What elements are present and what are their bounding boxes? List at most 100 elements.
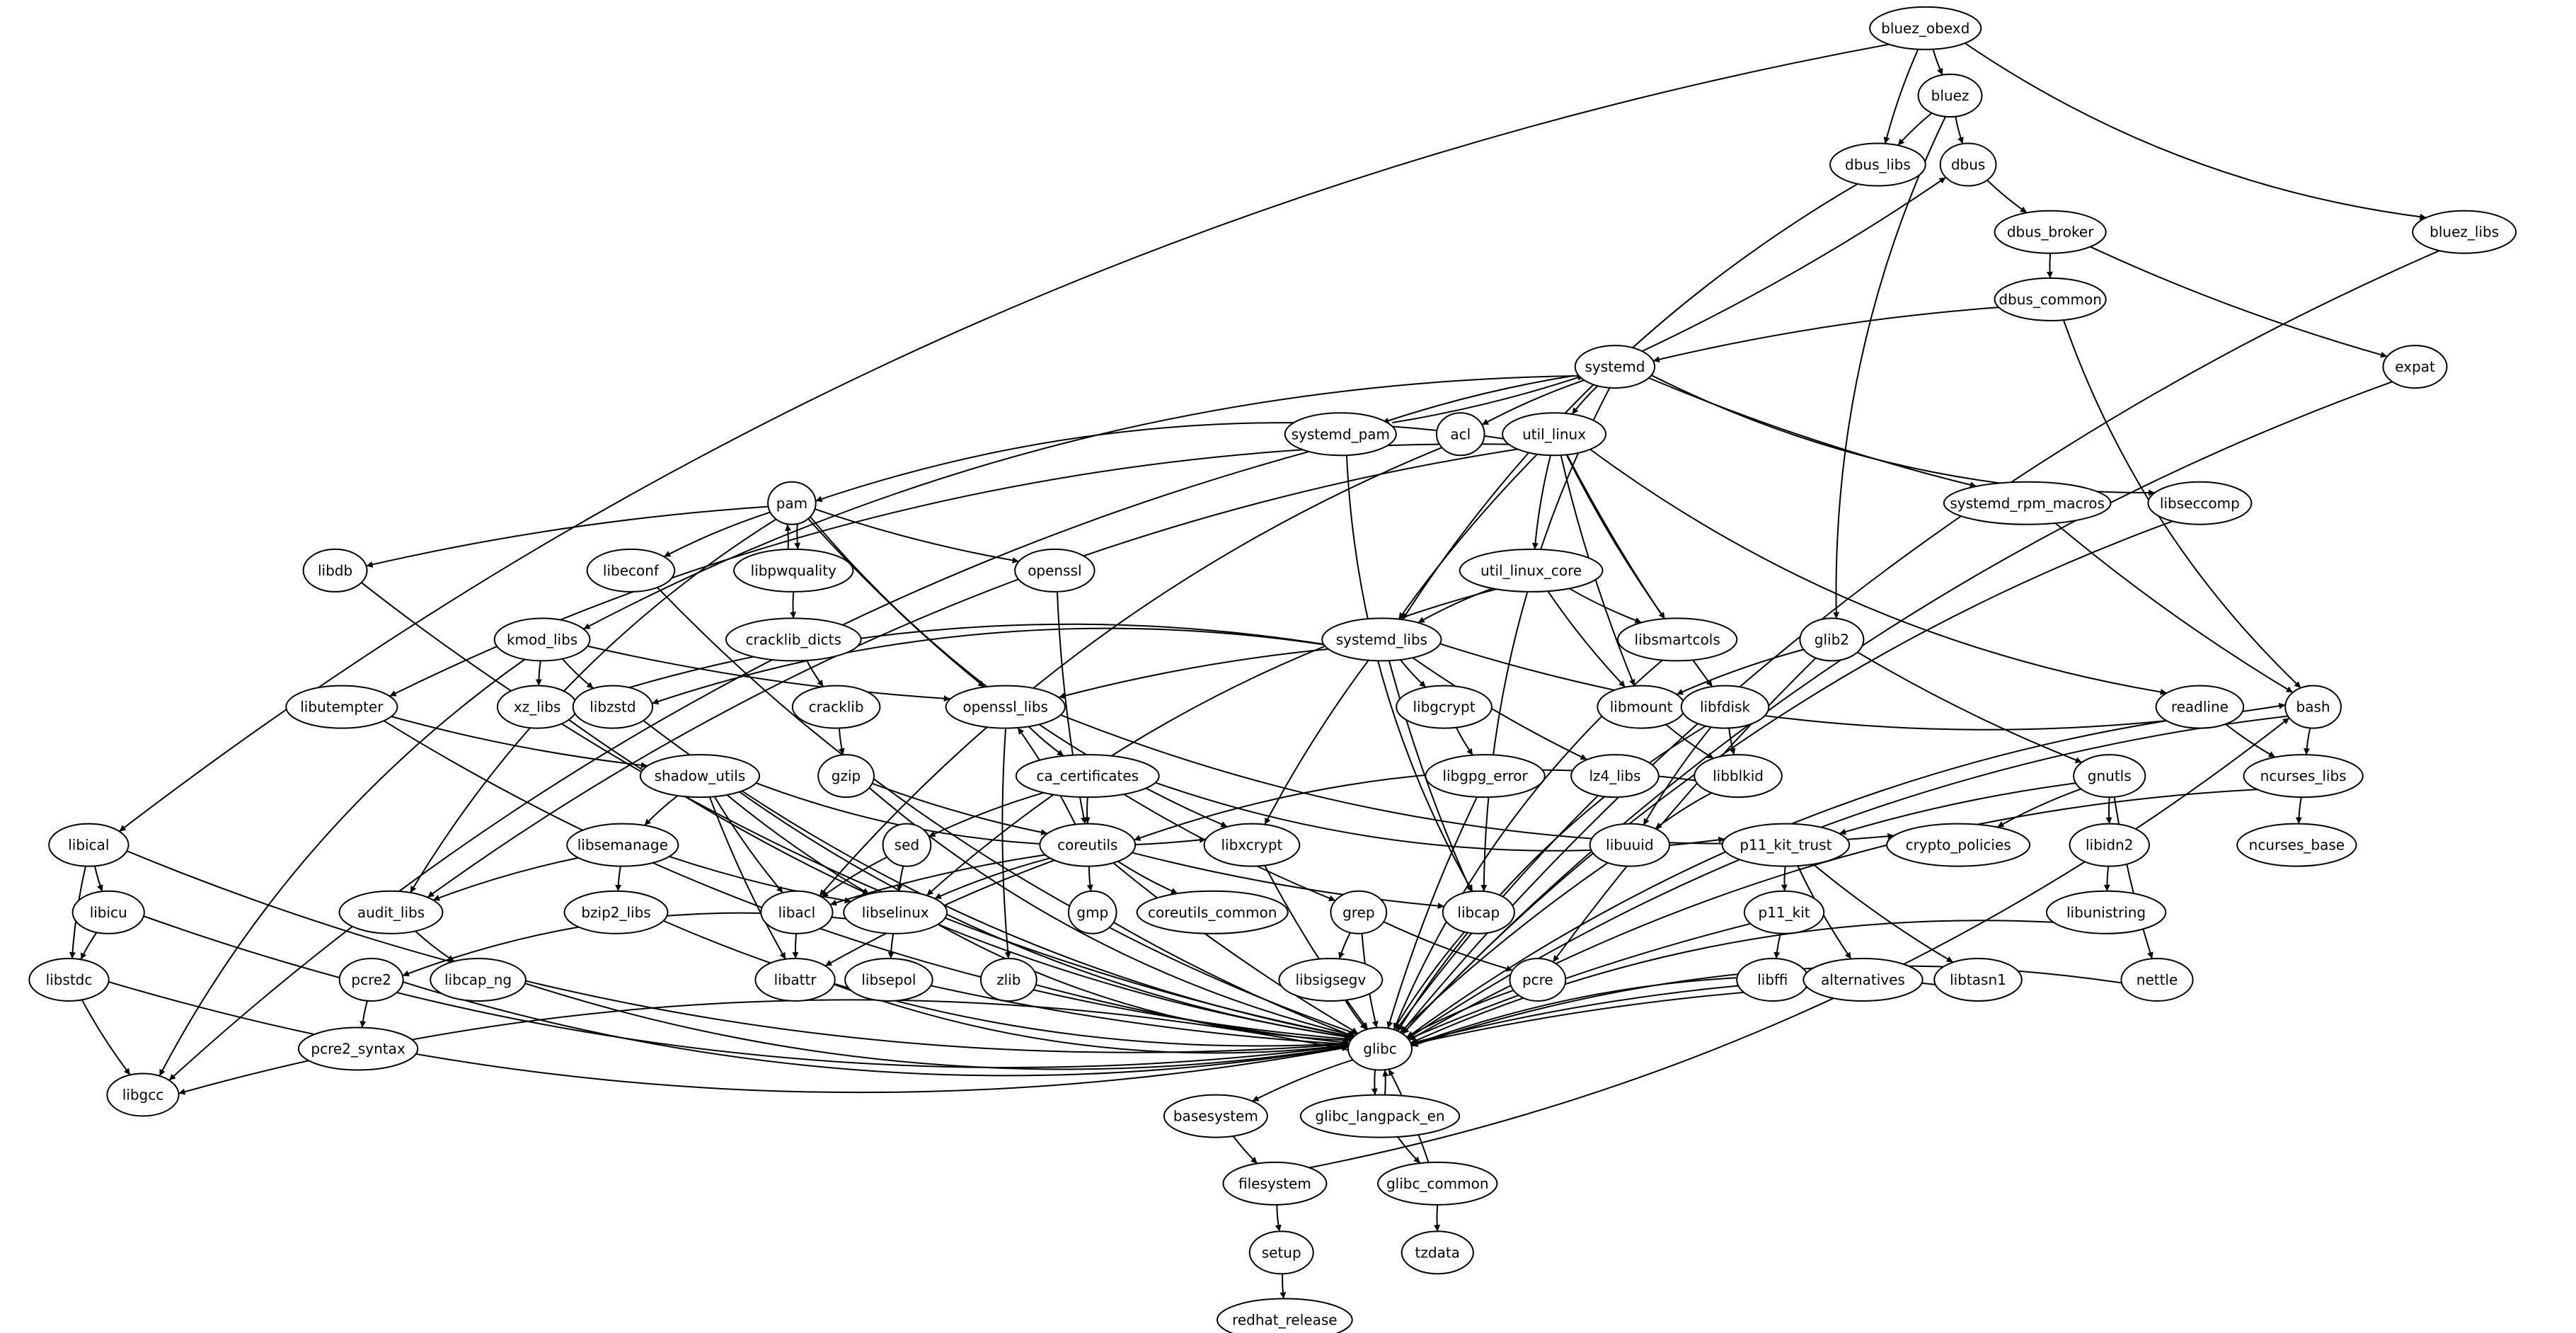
edge-glibc-to-glibc-langpack-en <box>1371 1070 1378 1095</box>
node-shape <box>639 754 761 799</box>
edge-openssl-libs-to-ca-certificates <box>1028 726 1064 757</box>
node-shape <box>1502 412 1607 457</box>
edge-bluez-to-glib2 <box>1833 116 1946 619</box>
edge-systemd-pam-to-systemd <box>1392 374 1585 424</box>
node-shape <box>1933 957 2023 1002</box>
edge-libutempter-to-shadow-utils <box>391 716 648 769</box>
edge-pam-to-openssl <box>815 508 1019 563</box>
node-label: acl <box>1450 425 1471 442</box>
node-grep: grep <box>1330 890 1388 934</box>
edge-libcap-ng-to-glibc <box>524 983 1349 1070</box>
edge-util-linux-core-to-libsmartcols <box>1568 588 1642 624</box>
node-shape <box>297 1026 419 1071</box>
node-label: libtasn1 <box>1950 971 2006 988</box>
edge-shadow-utils-to-libattr <box>708 796 786 960</box>
edge-shadow-utils-to-libselinux <box>726 794 870 895</box>
node-label: p11_kit <box>1759 904 1810 921</box>
edge-ca-certificates-to-sed <box>928 791 1045 837</box>
node-label: pcre2 <box>351 971 391 988</box>
edge-pam-to-audit-libs <box>409 518 777 893</box>
node-shape <box>106 1072 180 1117</box>
edge-util-linux-core-to-systemd-libs <box>1418 588 1493 624</box>
node-label: zlib <box>996 971 1020 988</box>
node-bluez: bluez <box>1917 74 1983 118</box>
edge-gnutls-to-libidn2 <box>2105 797 2112 824</box>
node-pcre: pcre <box>1509 957 1567 1002</box>
node-label: util_linux <box>1522 425 1586 442</box>
node-label: ncurses_base <box>2249 837 2345 854</box>
node-label: cracklib_dicts <box>746 631 841 648</box>
node-shape <box>2069 823 2150 867</box>
node-libcap: libcap <box>1442 890 1515 934</box>
edge-coreutils-to-libacl <box>829 854 1046 906</box>
node-label: glib2 <box>1815 631 1849 648</box>
node-nettle: nettle <box>2120 957 2194 1002</box>
node-shape <box>71 890 145 934</box>
edge-ca-certificates-to-coreutils <box>1083 797 1091 824</box>
node-shape <box>1216 1298 1353 1333</box>
node-shape <box>1377 1161 1498 1206</box>
node-pcre2-syntax: pcre2_syntax <box>297 1026 419 1071</box>
edge-filesystem-to-bash <box>1309 717 2290 1169</box>
edge-util-linux-core-to-libselinux <box>926 588 1497 896</box>
node-shape <box>882 823 932 867</box>
node-alternatives: alternatives <box>1802 957 1924 1002</box>
node-shape <box>572 685 654 729</box>
edge-util-linux-core-to-libmount <box>1547 590 1626 688</box>
node-shape <box>1278 957 1384 1002</box>
node-label: libdb <box>318 562 352 579</box>
node-dbus-common: dbus_common <box>1994 277 2107 321</box>
edge-systemd-to-systemd-rpm-macros <box>1648 377 1977 488</box>
node-shape <box>1435 412 1485 457</box>
edge-systemd-libs-to-libgcrypt <box>1399 659 1427 688</box>
edge-libunistring-to-glibc <box>1410 920 2054 1044</box>
node-shape <box>1917 74 1983 118</box>
node-label: openssl_libs <box>962 699 1048 716</box>
edge-pcre2-to-pcre2-syntax <box>360 1000 368 1028</box>
node-openssl: openssl <box>1014 548 1096 593</box>
edge-libsemanage-to-audit-libs <box>432 857 579 901</box>
node-libblkid: libblkid <box>1694 754 1783 799</box>
node-libstdc: libstdc <box>28 957 110 1002</box>
node-libzstd: libzstd <box>572 685 654 729</box>
node-shape <box>1943 481 2112 525</box>
edge-libfdisk-to-libblkid <box>1728 728 1736 755</box>
edge-kmod-libs-to-libzstd <box>561 658 594 690</box>
edge-openssl-libs-to-zlib <box>1001 728 1011 959</box>
node-shape <box>1886 823 2031 867</box>
node-shape <box>2382 345 2448 389</box>
node-util-linux-core: util_linux_core <box>1459 548 1604 593</box>
edge-gnutls-to-p11-kit-trust <box>1839 782 2076 835</box>
edge-glibc-langpack-en-to-glibc <box>1382 1070 1389 1095</box>
node-shape <box>1321 617 1442 662</box>
node-libicu: libicu <box>71 890 145 934</box>
node-acl: acl <box>1435 412 1485 457</box>
node-shape <box>1014 548 1096 593</box>
node-libunistring: libunistring <box>2045 890 2167 934</box>
node-lz4-libs: lz4_libs <box>1570 754 1660 799</box>
node-glibc-langpack-en: glibc_langpack_en <box>1299 1094 1461 1138</box>
edge-libical-to-libicu <box>94 866 103 892</box>
node-readline: readline <box>2155 685 2245 729</box>
edge-pcre-to-glibc <box>1406 989 1514 1038</box>
node-libdb: libdb <box>302 548 368 593</box>
node-bzip2-libs: bzip2_libs <box>563 890 669 934</box>
node-shape <box>1330 890 1388 934</box>
node-label: libffi <box>1757 971 1788 988</box>
node-shape <box>1589 823 1671 867</box>
node-shape <box>945 685 1066 729</box>
node-shape <box>817 754 875 799</box>
node-label: readline <box>2171 699 2229 716</box>
edge-libcap-to-glibc <box>1393 931 1466 1030</box>
node-label: kmod_libs <box>507 631 577 648</box>
node-label: libgcc <box>122 1086 164 1103</box>
edge-libical-to-glibc <box>126 850 1350 1053</box>
edge-libgpg-error-to-glibc <box>1386 796 1478 1029</box>
edge-dbus-common-to-systemd <box>1652 307 1999 363</box>
node-shape <box>430 957 527 1002</box>
node-pam: pam <box>767 481 817 525</box>
node-label: libgpg_error <box>1442 767 1528 784</box>
node-label: grep <box>1342 904 1374 921</box>
node-libacl: libacl <box>760 890 834 934</box>
